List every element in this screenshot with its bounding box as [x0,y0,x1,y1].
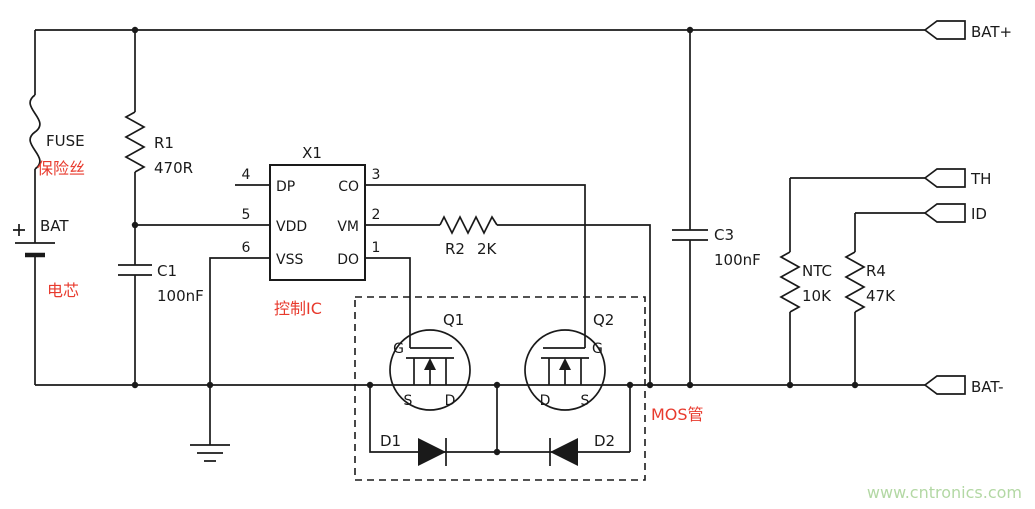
cell-annotation: 电芯 [47,281,79,300]
d1-ref-label: D1 [380,432,401,450]
id-tag-icon [923,203,966,223]
r1-value-label: 470R [154,159,193,177]
watermark-text: www.cntronics.com [867,483,1022,502]
ntc-value-label: 10K [802,287,832,305]
c3-capacitor: C3 100nF [672,30,761,385]
id-wire [854,212,925,252]
q2-body-circle [524,329,606,411]
q2-source-label: S [581,393,590,409]
body-diodes: D1 D2 [369,385,631,466]
c3-value-label: 100nF [714,251,761,269]
battery-symbol: BAT 电芯 [13,217,79,300]
pin-co-name: CO [338,179,359,195]
th-wire [789,177,925,252]
bat-plus-label: BAT+ [971,23,1012,41]
c3-plates-icon [672,30,708,385]
battery-plus-icon [13,224,25,236]
c1-capacitor: C1 100nF [118,262,204,385]
pin-vm-number: 2 [372,207,381,223]
fuse-annotation: 保险丝 [37,159,85,178]
ic-body [269,164,366,281]
q2-drain-label: D [540,393,551,409]
c3-ref-label: C3 [714,226,734,244]
fuse-symbol: FUSE 保险丝 [29,94,85,178]
r4-resistor: R4 47K [844,212,925,385]
pin-vss-number: 6 [242,240,251,256]
vm-sense-wire [497,224,651,385]
ic-x1: X1 控制IC 4 DP 5 VDD 6 VSS 3 CO 2 VM 1 DO [135,144,586,445]
fuse-ref-label: FUSE [46,132,85,150]
pin-vdd-number: 5 [242,207,251,223]
control-ic-annotation: 控制IC [274,299,322,318]
r2-ref-label: R2 [445,240,465,258]
q1-body-circle [389,329,471,411]
pin-vss-wire [209,257,270,445]
pin-vss-name: VSS [276,252,303,268]
ic-ref-label: X1 [302,144,322,162]
terminal-bat-minus: BAT- [923,375,1004,396]
q1-gate-label: G [393,341,404,357]
d2-diode-icon [550,438,578,466]
r2-value-label: 2K [477,240,498,258]
bat-minus-label: BAT- [971,378,1004,396]
q2-arrow-icon [559,358,571,370]
q1-drain-label: D [445,393,456,409]
q1-mosfet: Q1 G S D [389,311,471,411]
pin-vdd-name: VDD [276,219,307,235]
ntc-ref-label: NTC [802,262,832,280]
r2-resistor: R2 2K [439,215,651,385]
r1-ref-label: R1 [154,134,174,152]
id-label: ID [971,205,987,223]
power-rails [34,29,925,386]
diode-row-wires [369,385,631,453]
mosfet-annotation: MOS管 [651,405,704,424]
pin-vm-name: VM [337,219,359,235]
ground-symbol [190,444,230,462]
pin-dp-number: 4 [242,167,251,183]
mosfet-group-box [354,296,646,481]
r4-ref-label: R4 [866,262,886,280]
c1-plates-icon [118,264,152,276]
q1-ref-label: Q1 [443,311,464,329]
pin-dp-name: DP [276,179,295,195]
ntc-thermistor: NTC 10K [779,177,925,385]
terminal-th: TH [923,168,991,188]
q2-ref-label: Q2 [593,311,614,329]
terminal-bat-plus: BAT+ [923,20,1012,41]
terminal-id: ID [923,203,987,223]
pin-do-number: 1 [372,240,381,256]
junction-dots [131,26,859,456]
bat-minus-tag-icon [923,375,966,395]
q1-source-label: S [404,393,413,409]
th-label: TH [970,170,991,188]
r4-zigzag-icon [844,251,866,313]
pin-do-name: DO [337,252,359,268]
r4-value-label: 47K [866,287,896,305]
d2-ref-label: D2 [594,432,615,450]
q2-mosfet: Q2 G D S [524,311,614,411]
th-tag-icon [923,168,966,188]
pin-do-wire [365,257,411,348]
ntc-zigzag-icon [779,251,801,313]
d1-diode-icon [418,438,446,466]
ground-icon [190,444,230,462]
c1-ref-label: C1 [157,262,177,280]
pin-co-number: 3 [372,167,381,183]
r1-zigzag-icon [124,111,146,173]
c1-value-label: 100nF [157,287,204,305]
r2-zigzag-icon [439,215,498,235]
q1-terminal-stubs [413,358,447,385]
battery-ref-label: BAT [40,217,69,235]
r1-resistor: R1 470R [124,30,193,265]
pin-co-wire [365,184,586,348]
q2-gate-label: G [592,341,603,357]
q2-terminal-stubs [548,358,582,385]
bat-plus-tag-icon [923,20,966,40]
fuse-squiggle-icon [29,94,41,170]
q1-arrow-icon [424,358,436,370]
